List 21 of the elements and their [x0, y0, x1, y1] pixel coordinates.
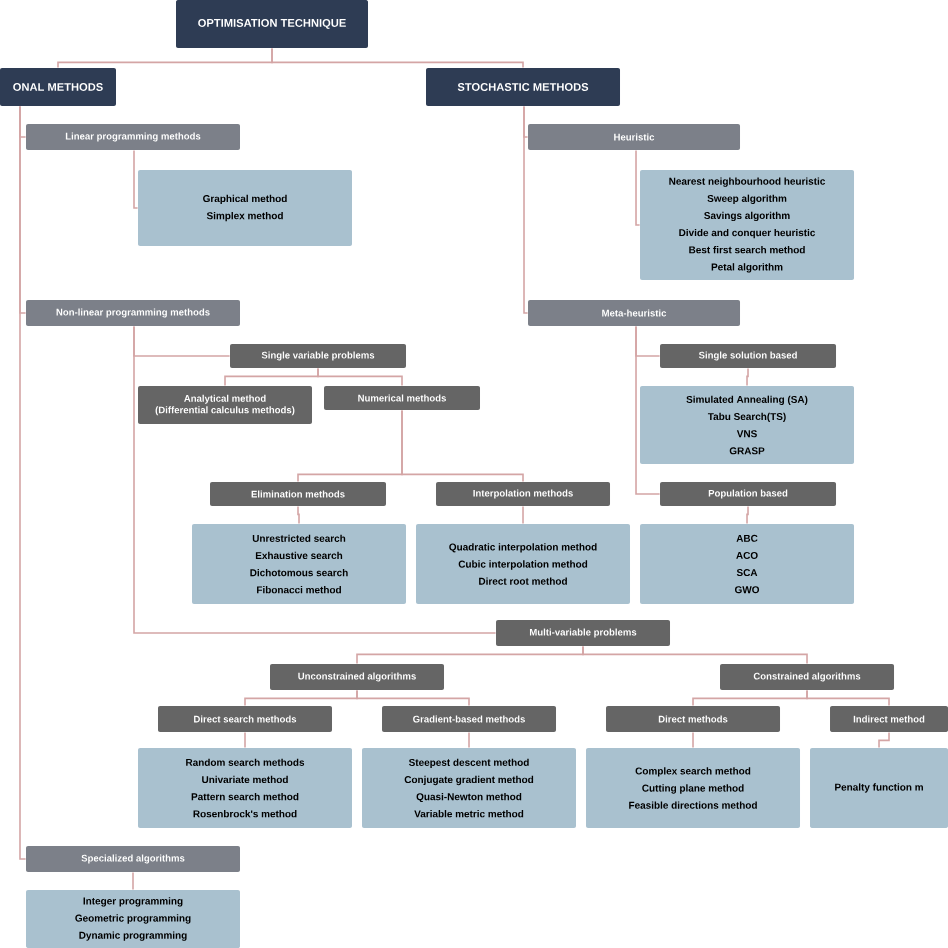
connector-line [523, 105, 529, 314]
connector-line [878, 731, 890, 749]
connector-line [746, 505, 749, 525]
connector-line [317, 367, 403, 387]
connector-line [746, 367, 749, 387]
connector-line [133, 325, 497, 634]
connector-line [271, 47, 524, 69]
connector-line [19, 105, 27, 860]
connector-line [582, 645, 808, 665]
connector-line [468, 731, 470, 749]
connector-line [692, 731, 694, 749]
connector-line [635, 325, 661, 495]
connector-line [401, 409, 524, 483]
connector-line [297, 505, 300, 525]
connector-line [522, 505, 524, 525]
connector-line [244, 731, 246, 749]
connector-line [806, 689, 890, 707]
connector-line [132, 871, 134, 891]
connector-line [356, 689, 470, 707]
connector-line [635, 149, 641, 226]
connector-line [133, 149, 139, 209]
